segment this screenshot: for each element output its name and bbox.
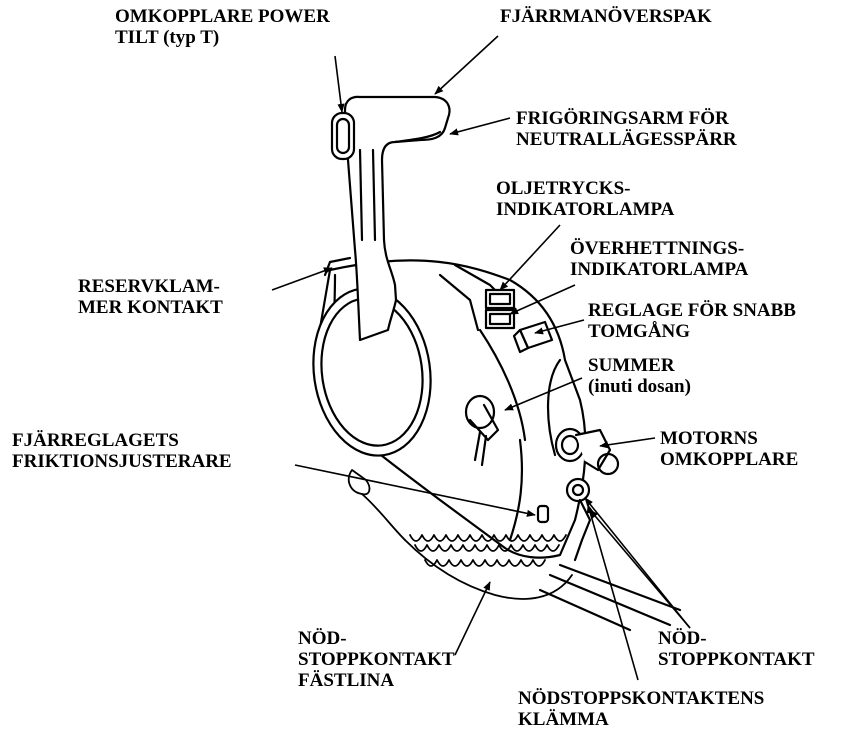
label-power-tilt-switch: OMKOPPLARE POWER TILT (typ T) bbox=[115, 6, 330, 48]
label-neutral-release-lever: FRIGÖRINGSARM FÖR NEUTRALLÄGESSPÄRR bbox=[516, 108, 737, 150]
label-fast-idle-lever: REGLAGE FÖR SNABB TOMGÅNG bbox=[588, 300, 796, 342]
label-buzzer: SUMMER (inuti dosan) bbox=[588, 355, 691, 397]
label-oil-pressure-lamp: OLJETRYCKS- INDIKATORLAMPA bbox=[496, 178, 674, 220]
power-tilt-rocker bbox=[332, 113, 354, 159]
indicator-lamp-panel bbox=[486, 290, 514, 328]
label-stop-switch-clip: NÖDSTOPPSKONTAKTENS KLÄMMA bbox=[518, 688, 764, 730]
control-cables bbox=[540, 565, 680, 630]
label-emergency-stop-switch: NÖD- STOPPKONTAKT bbox=[658, 628, 815, 670]
label-friction-adjuster: FJÄRREGLAGETS FRIKTIONSJUSTERARE bbox=[12, 430, 232, 472]
label-remote-control-lever: FJÄRRMANÖVERSPAK bbox=[500, 6, 712, 27]
label-ignition-switch: MOTORNS OMKOPPLARE bbox=[660, 428, 798, 470]
friction-adjuster-knob bbox=[538, 506, 548, 522]
label-overheat-lamp: ÖVERHETTNINGS- INDIKATORLAMPA bbox=[570, 238, 748, 280]
label-spare-clip-switch: RESERVKLAM- MER KONTAKT bbox=[78, 276, 223, 318]
label-stop-switch-lanyard: NÖD- STOPPKONTAKT FÄSTLINA bbox=[298, 628, 455, 691]
